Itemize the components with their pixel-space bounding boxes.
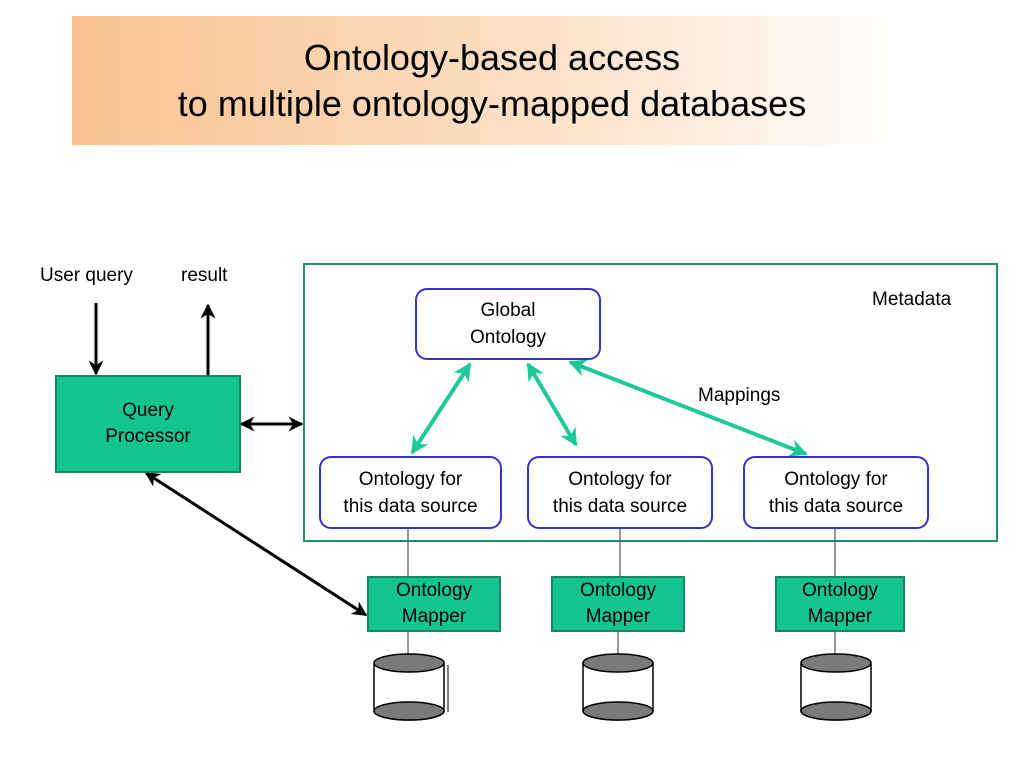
global-ontology-line-2: Ontology	[469, 327, 547, 348]
mapper-line-1: Ontology	[395, 580, 473, 601]
ontology-mapper-box-3: Ontology Mapper	[775, 576, 905, 632]
local-ontology-line-1: Ontology for	[358, 468, 463, 490]
local-ontology-line-2: this data source	[552, 495, 688, 517]
local-ontology-box-3: Ontology for this data source	[743, 456, 929, 529]
title-banner: Ontology-based access to multiple ontolo…	[72, 16, 912, 145]
query-processor-box: Query Processor	[55, 375, 241, 473]
local-ontology-line-1: Ontology for	[568, 468, 672, 490]
ontology-mapper-box-1: Ontology Mapper	[367, 576, 501, 632]
global-ontology-line-1: Global	[480, 300, 536, 321]
metadata-label: Metadata	[872, 289, 952, 310]
local-ontology-line-1: Ontology for	[784, 468, 888, 490]
global-ontology-box: Global Ontology	[415, 288, 601, 360]
local-ontology-box-1: Ontology for this data source	[319, 456, 502, 529]
database-icon	[800, 653, 872, 721]
title-line-1: Ontology-based access	[303, 37, 681, 78]
mapper-line-2: Mapper	[807, 606, 873, 627]
metadata-frame	[303, 263, 998, 542]
mapper-line-1: Ontology	[801, 580, 879, 601]
local-ontology-line-2: this data source	[343, 495, 478, 517]
local-ontology-box-2: Ontology for this data source	[527, 456, 713, 529]
result-label: result	[181, 265, 228, 286]
mapper-line-1: Ontology	[579, 580, 657, 601]
mapper-line-2: Mapper	[585, 606, 651, 627]
query-processor-line-2: Processor	[105, 426, 191, 447]
database-icon	[582, 653, 654, 721]
query-processor-line-1: Query	[122, 400, 174, 421]
ontology-mapper-box-2: Ontology Mapper	[551, 576, 685, 632]
local-ontology-line-2: this data source	[768, 495, 904, 517]
title-line-2: to multiple ontology-mapped databases	[177, 83, 807, 124]
database-icon	[373, 653, 449, 721]
mapper-line-2: Mapper	[401, 606, 467, 627]
mappings-label: Mappings	[698, 385, 781, 406]
user-query-label: User query	[40, 265, 133, 286]
